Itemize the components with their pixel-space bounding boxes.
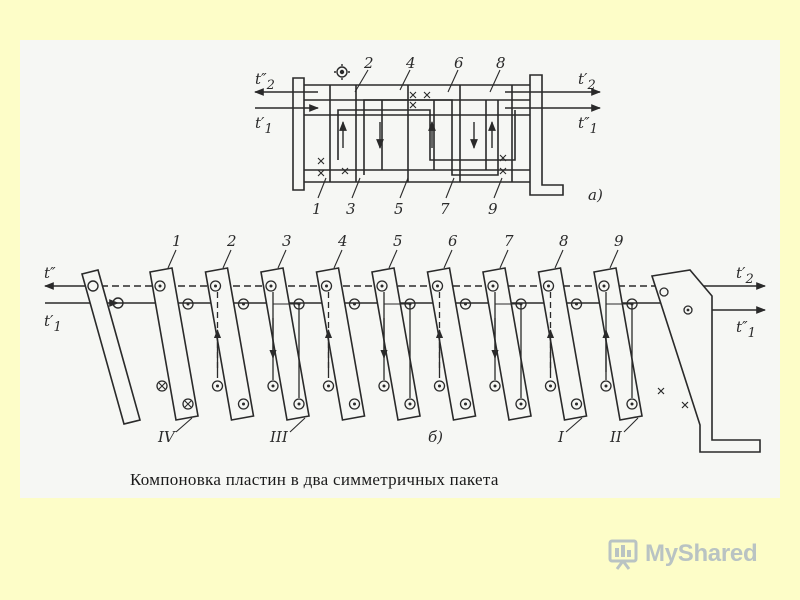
top-number-8: 8 [496, 54, 506, 72]
top-number-9: 9 [488, 200, 498, 218]
bottom-view-plate-leaders [167, 249, 619, 269]
site-logo: MyShared [607, 538, 758, 570]
bottom-view-sub-label: б) [428, 428, 443, 446]
left-frame [292, 77, 305, 191]
plate-number-7: 7 [504, 232, 514, 250]
top-right-flow-1: t′2 [578, 70, 596, 93]
gear-icon [334, 64, 350, 80]
plate-9 [593, 267, 643, 421]
plate-1 [149, 267, 199, 421]
plate-2 [204, 267, 255, 421]
bottom-right-flow-2: t″1 [736, 318, 756, 341]
plate-dividers [329, 85, 513, 182]
figure-caption: Компоновка пластин в два симметричных па… [130, 470, 499, 489]
top-view-leader-lines [317, 69, 503, 199]
top-right-flow-2: t″1 [578, 114, 598, 137]
plate-number-2: 2 [226, 232, 237, 250]
plate-number-8: 8 [559, 232, 569, 250]
roman-label-i: I [557, 428, 565, 446]
plate-stack [149, 267, 643, 421]
top-number-7: 7 [440, 200, 450, 218]
right-frame [529, 74, 564, 196]
right-end-plate [650, 269, 761, 453]
plate-number-9: 9 [614, 232, 624, 250]
plate-pack-bottom [304, 169, 530, 183]
top-number-2: 2 [363, 54, 374, 72]
top-view-sub-label: а) [588, 186, 603, 204]
presentation-board-icon [608, 539, 638, 570]
plate-number-6: 6 [448, 232, 458, 250]
plate-number-1: 1 [172, 232, 182, 250]
roman-label-iv: IV [157, 428, 177, 446]
top-number-3: 3 [346, 200, 356, 218]
plate-3 [260, 267, 310, 421]
top-number-5: 5 [394, 200, 404, 218]
flow-channel-a [337, 109, 516, 161]
plate-number-5: 5 [393, 232, 403, 250]
bottom-left-flow-1: t″ [44, 264, 56, 282]
plate-number-4: 4 [337, 232, 348, 250]
top-number-1: 1 [312, 200, 322, 218]
top-view-cross-marks [317, 91, 507, 177]
plate-8 [537, 267, 588, 421]
plate-6 [426, 267, 477, 421]
drawing-sheet [20, 40, 780, 498]
top-left-flow-2: t′1 [255, 114, 273, 137]
top-number-4: 4 [405, 54, 416, 72]
bottom-view-plate-numbers: 1 2 3 4 5 6 7 8 9 [172, 232, 624, 250]
plate-4 [315, 267, 366, 421]
flow-channel-b [363, 99, 499, 176]
plate-number-3: 3 [282, 232, 292, 250]
plate-7 [482, 267, 532, 421]
top-left-flow-1: t″2 [255, 70, 275, 93]
roman-label-leaders [175, 417, 639, 433]
plate-5 [371, 267, 421, 421]
roman-label-ii: II [609, 428, 623, 446]
top-number-6: 6 [454, 54, 464, 72]
left-end-plate [81, 269, 141, 425]
logo-text: MyShared [645, 540, 758, 567]
top-view-flow-arrows [254, 88, 601, 149]
bottom-left-flow-2: t′1 [44, 312, 62, 335]
top-view-assembly [292, 74, 564, 196]
bottom-right-flow-1: t′2 [736, 264, 754, 287]
roman-label-iii: III [269, 428, 289, 446]
